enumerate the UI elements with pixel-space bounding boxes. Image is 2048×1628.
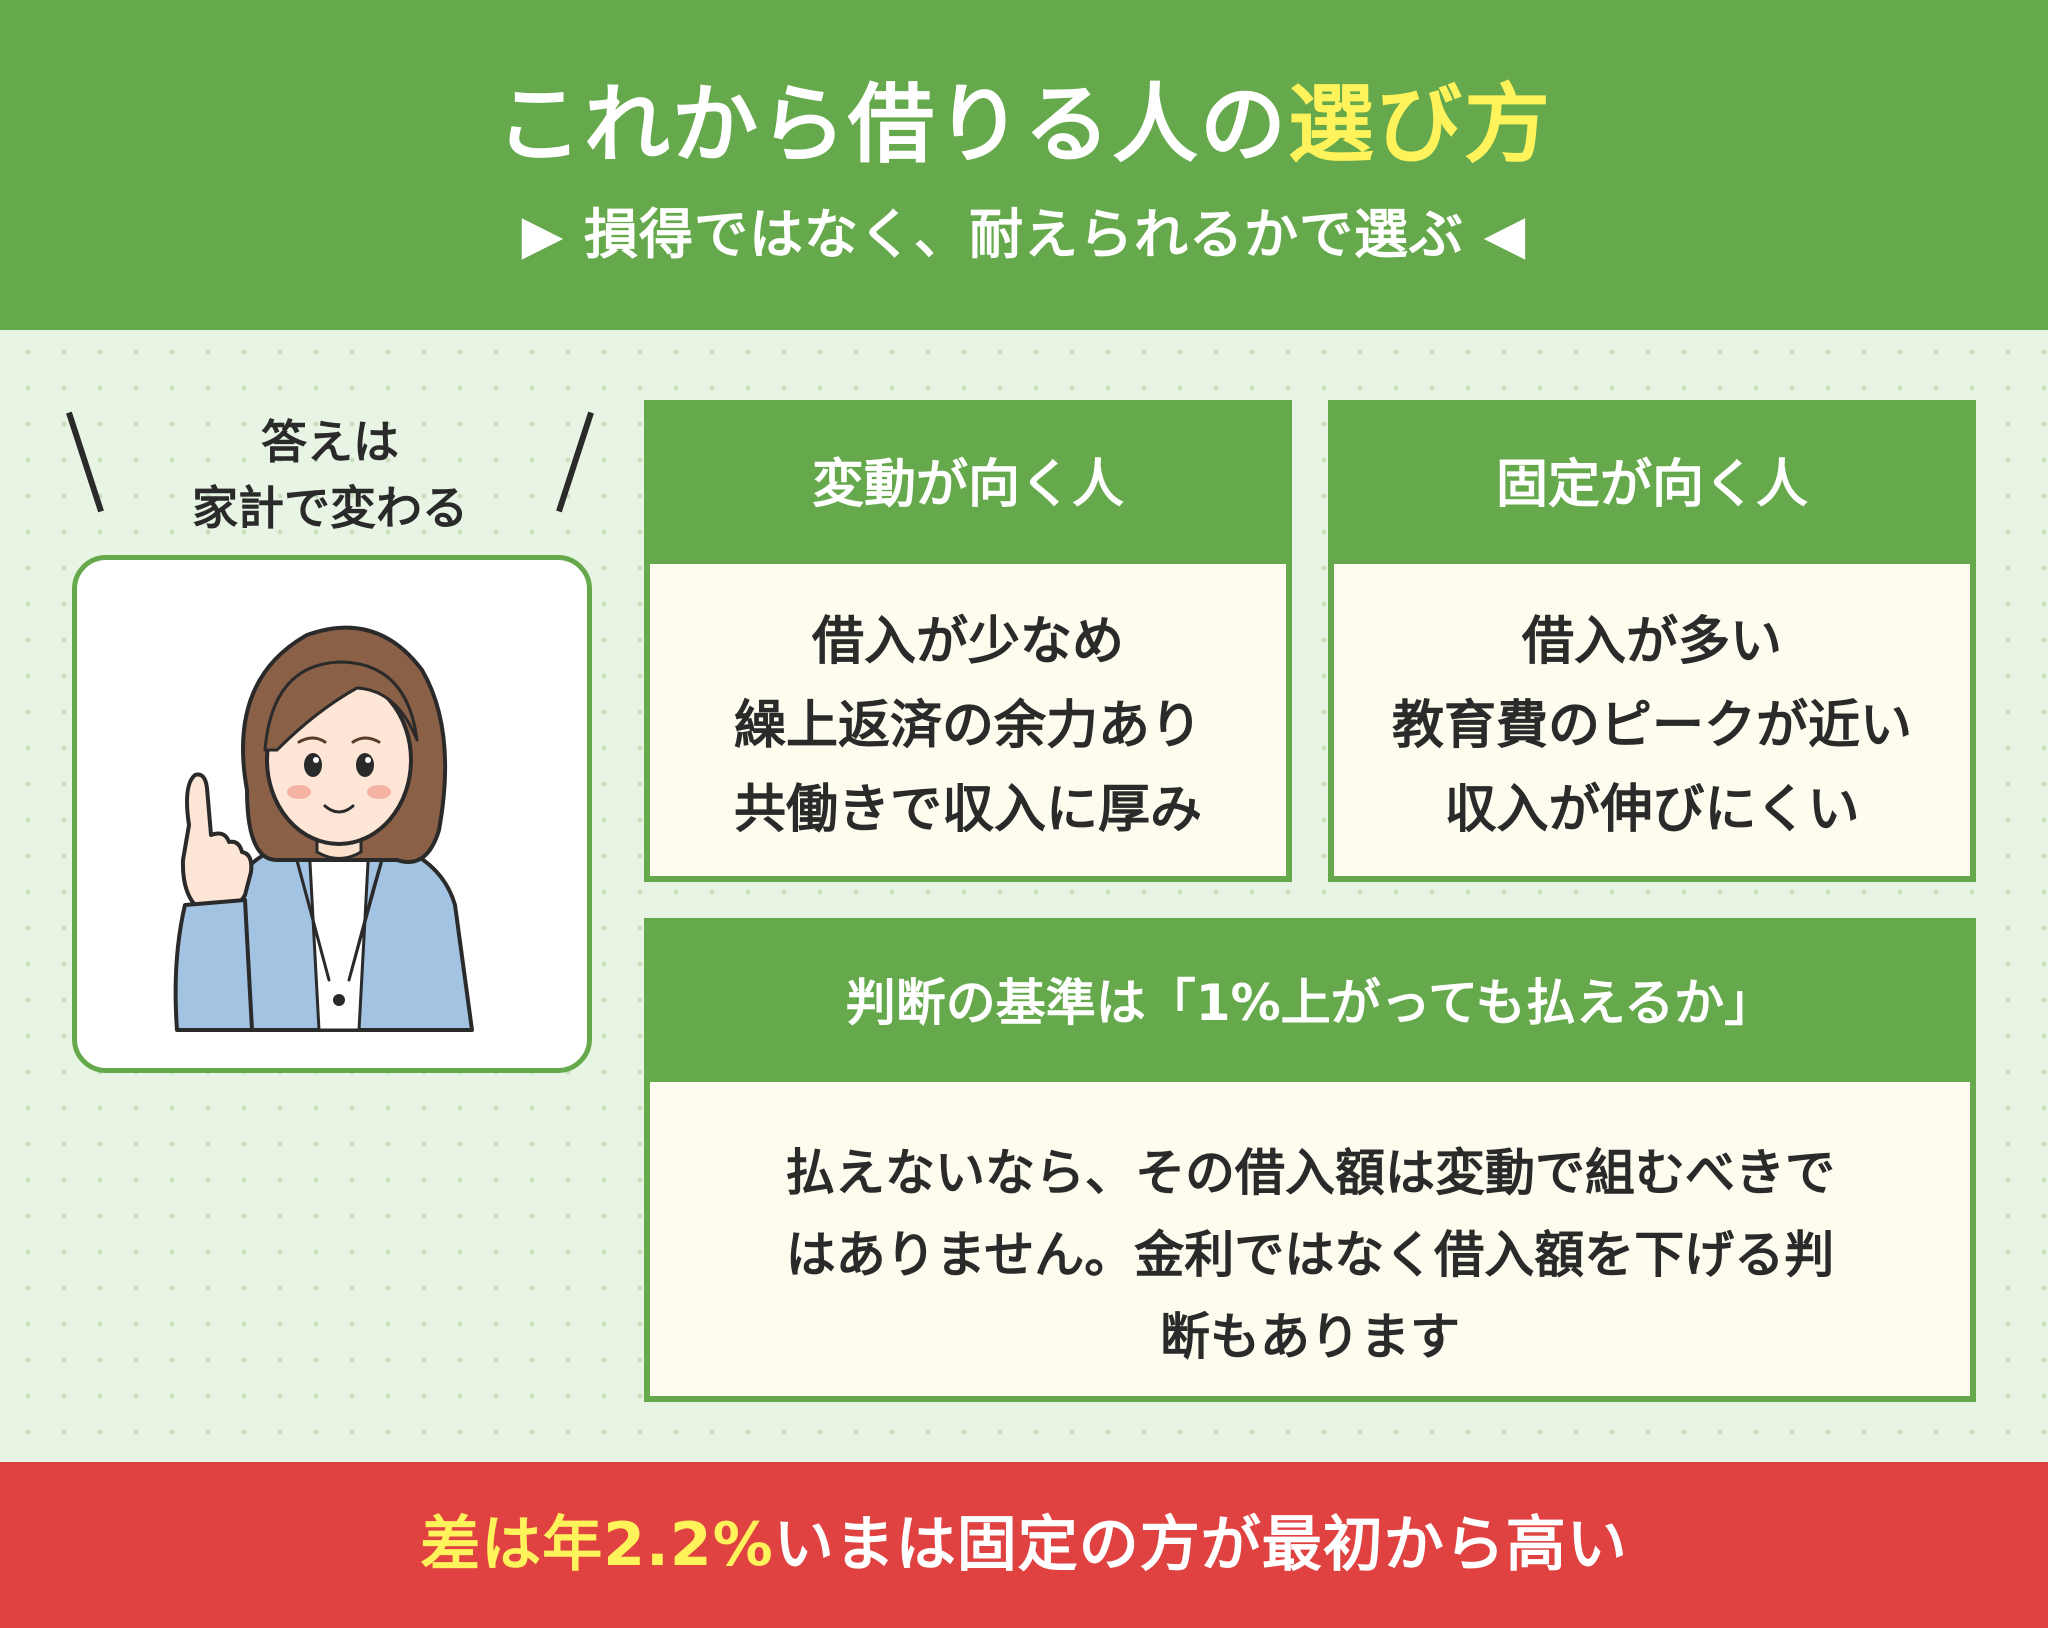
fixed-item: 教育費のピークが近い (1391, 696, 1912, 756)
footer-highlight: 差は年2.2% (420, 1510, 774, 1580)
page-title: これから借りる人の選び方 (0, 70, 2048, 180)
fixed-item: 借入が多い (1521, 612, 1782, 672)
fixed-item: 収入が伸びにくい (1444, 780, 1860, 840)
criteria-box: 判断の基準は「1%上がっても払えるか」 払えないなら、その借入額は変動で組むべき… (644, 918, 1976, 1402)
title-main: これから借りる人の (496, 75, 1288, 175)
header-banner: これから借りる人の選び方 ▶ 損得ではなく、耐えられるかで選ぶ ◀ (0, 0, 2048, 330)
criteria-line: はありません。金利ではなく借入額を下げる判 (785, 1226, 1835, 1284)
criteria-line: 払えないなら、その借入額は変動で組むべきで (785, 1144, 1835, 1202)
avatar-card (72, 555, 592, 1073)
callout: 答えは 家計で変わる (40, 400, 620, 540)
variable-suitable-box: 変動が向く人 借入が少なめ 繰上返済の余力あり 共働きで収入に厚み (644, 400, 1292, 882)
footer-banner: 差は年2.2%いまは固定の方が最初から高い (0, 1462, 2048, 1628)
variable-item: 繰上返済の余力あり (733, 696, 1202, 756)
criteria-box-title: 判断の基準は「1%上がっても払えるか」 (650, 924, 1970, 1082)
fixed-box-title: 固定が向く人 (1334, 406, 1970, 564)
woman-pointing-illustration (173, 625, 474, 1032)
criteria-box-body: 払えないなら、その借入額は変動で組むべきで はありません。金利ではなく借入額を下… (650, 1082, 1970, 1378)
variable-item: 借入が少なめ (811, 612, 1124, 672)
fixed-suitable-box: 固定が向く人 借入が多い 教育費のピークが近い 収入が伸びにくい (1328, 400, 1976, 882)
title-highlight: 選び方 (1288, 75, 1552, 175)
callout-line-2: 家計で変わる (192, 481, 468, 535)
variable-box-title: 変動が向く人 (650, 406, 1286, 564)
variable-box-body: 借入が少なめ 繰上返済の余力あり 共働きで収入に厚み (650, 564, 1286, 852)
footer-text: いまは固定の方が最初から高い (773, 1510, 1628, 1580)
page-subtitle: ▶ 損得ではなく、耐えられるかで選ぶ ◀ (521, 203, 1527, 266)
variable-item: 共働きで収入に厚み (733, 780, 1202, 840)
criteria-line: 断もあります (1160, 1308, 1460, 1366)
fixed-box-body: 借入が多い 教育費のピークが近い 収入が伸びにくい (1334, 564, 1970, 852)
callout-line-1: 答えは (261, 415, 399, 469)
